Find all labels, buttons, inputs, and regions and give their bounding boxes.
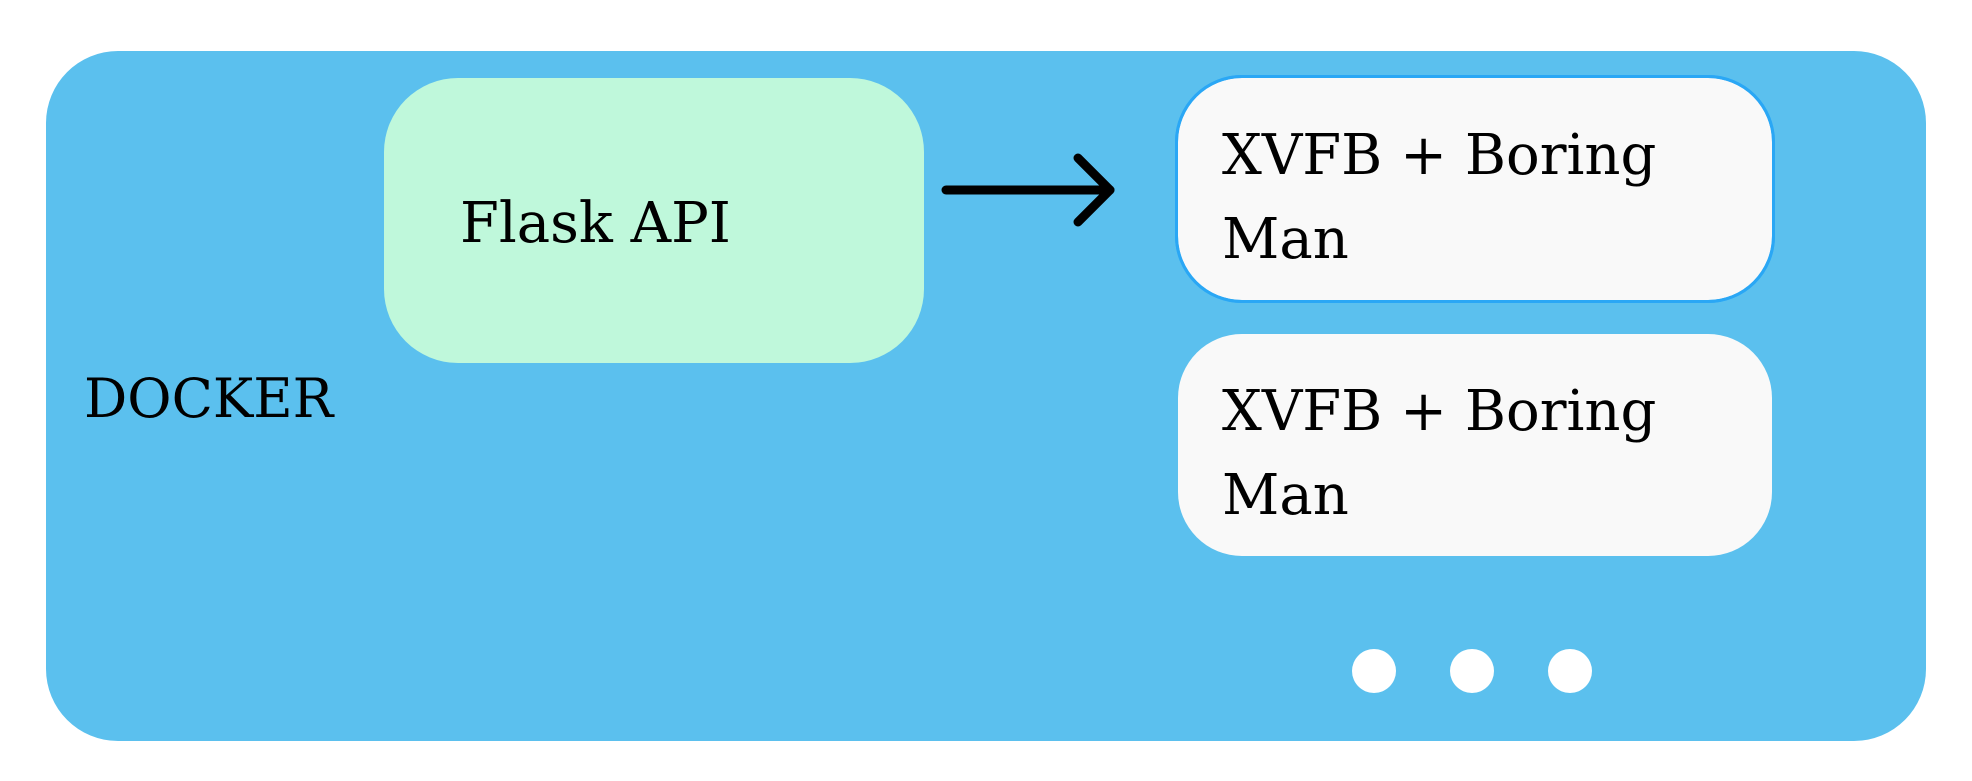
worker-label-line1: XVFB + Boring — [1222, 123, 1657, 188]
ellipsis-dot — [1352, 649, 1396, 693]
worker-box-2[interactable]: XVFB + Boring Man — [1178, 334, 1772, 556]
ellipsis-dot — [1450, 649, 1494, 693]
arrow-icon — [941, 153, 1115, 227]
ellipsis-dot — [1548, 649, 1592, 693]
worker-label-line1: XVFB + Boring — [1222, 379, 1657, 444]
flask-api-box[interactable]: Flask API — [384, 78, 924, 363]
docker-label: DOCKER — [84, 367, 334, 430]
flask-api-label: Flask API — [460, 191, 731, 256]
ellipsis-dots — [1352, 649, 1592, 693]
worker-box-1[interactable]: XVFB + Boring Man — [1175, 75, 1775, 303]
worker-label-line2: Man — [1222, 463, 1349, 528]
worker-label-line2: Man — [1222, 207, 1349, 272]
